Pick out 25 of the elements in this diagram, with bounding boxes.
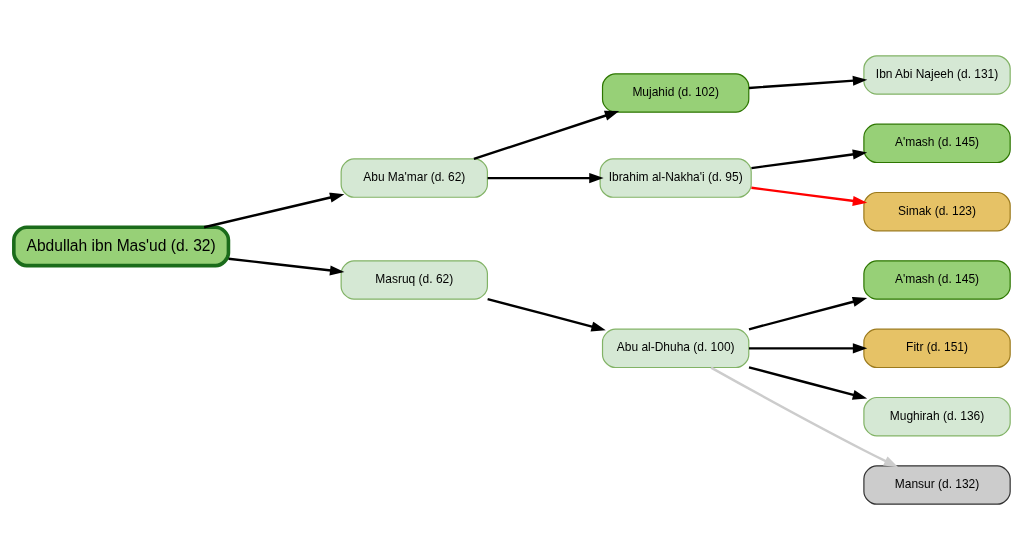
arrow (748, 296, 868, 330)
node-box: Abu Ma'mar (d. 62) (340, 157, 489, 198)
arrow (748, 75, 868, 89)
node-box: Ibrahim al-Nakha'i (d. 95) (599, 157, 752, 198)
node-box: Mughirah (d. 136) (863, 396, 1011, 436)
node-box: Ibn Abi Najeeh (d. 131) (863, 54, 1011, 95)
node-box: Abdullah ibn Mas'ud (d. 32) (12, 224, 231, 267)
node-box: Masruq (d. 62) (340, 259, 489, 300)
node-box: Simak (d. 123) (863, 191, 1011, 231)
arrow (749, 342, 868, 353)
node-box: Mujahid (d. 102) (601, 72, 750, 113)
arrow (748, 365, 868, 400)
node-box: A'mash (d. 145) (863, 259, 1011, 300)
node-box: Mansur (d. 132) (863, 464, 1011, 505)
arrow (710, 366, 899, 467)
node-box: Abu al-Dhuha (d. 100) (601, 328, 750, 368)
node-box: Fitr (d. 151) (863, 328, 1011, 368)
arrow (203, 192, 345, 228)
arrow (751, 148, 868, 169)
arrow (751, 186, 868, 206)
arrow (487, 297, 606, 331)
arrow (473, 110, 620, 160)
arrow (487, 172, 604, 183)
arrow (228, 257, 345, 275)
node-box: A'mash (d. 145) (863, 123, 1011, 163)
